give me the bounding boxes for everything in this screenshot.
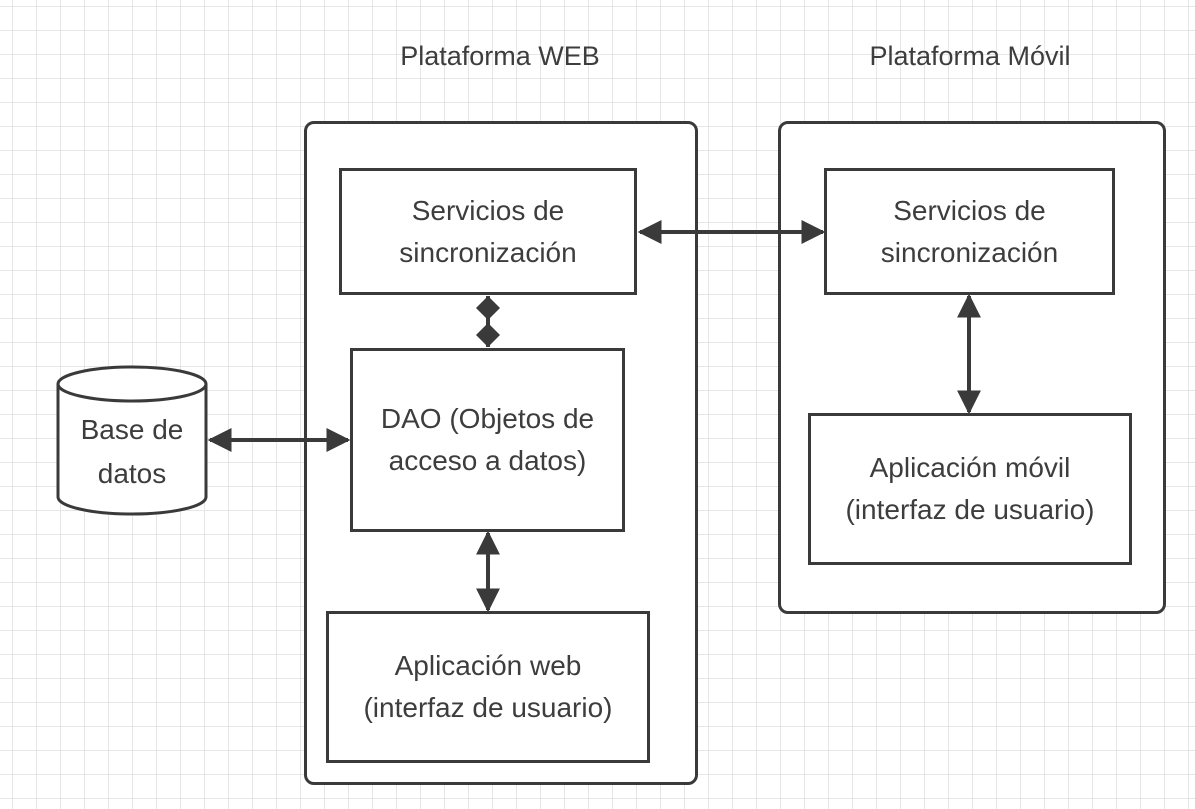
dao-line2: acceso a datos)	[388, 445, 587, 476]
mobile-sync-services-box: Servicios de sincronización	[824, 168, 1115, 295]
web-app-box: Aplicación web (interfaz de usuario)	[326, 611, 650, 763]
database-label: Base de datos	[56, 408, 208, 496]
web-sync-services-box: Servicios de sincronización	[339, 168, 637, 295]
mobile-sync-line2: sincronización	[880, 236, 1059, 268]
web-platform-title: Plataforma WEB	[400, 41, 600, 71]
database-label-line2: datos	[97, 458, 167, 489]
mobile-sync-line1: Servicios de	[893, 194, 1046, 226]
mobile-app-box: Aplicación móvil (interfaz de usuario)	[808, 413, 1132, 565]
database-label-line1: Base de	[80, 414, 184, 445]
dao-line1: DAO (Objetos de	[380, 403, 595, 434]
web-sync-line1: Servicios de	[411, 194, 565, 226]
dao-box: DAO (Objetos de acceso a datos)	[350, 348, 625, 532]
mobile-platform-title: Plataforma Móvil	[869, 41, 1071, 71]
web-app-line1: Aplicación web	[394, 650, 582, 681]
mobile-app-line1: Aplicación móvil	[869, 452, 1071, 483]
web-sync-line2: sincronización	[399, 236, 577, 268]
web-app-line2: (interfaz de usuario)	[363, 692, 613, 723]
mobile-app-line2: (interfaz de usuario)	[845, 494, 1095, 525]
